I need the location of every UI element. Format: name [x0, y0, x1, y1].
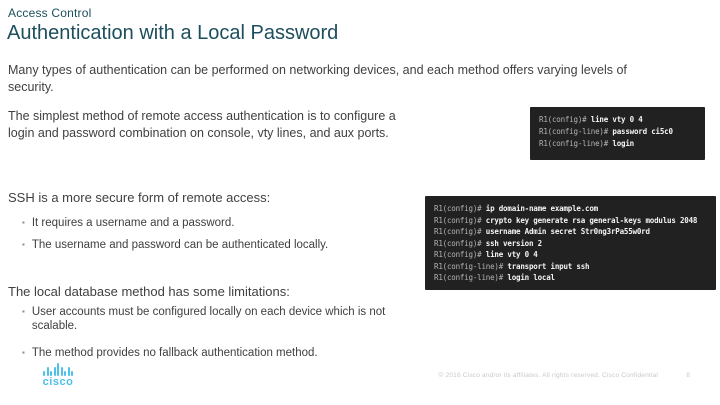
- cli-prompt: R1(config)#: [434, 215, 486, 225]
- cli-command: line vty 0 4: [590, 115, 643, 124]
- cli-command: password ci5c0: [612, 127, 673, 136]
- cli-command: login local: [507, 273, 555, 282]
- local-db-section-heading: The local database method has some limit…: [8, 284, 290, 299]
- cli-prompt: R1(config)#: [434, 250, 486, 259]
- cli-command: line vty 0 4: [485, 250, 538, 259]
- terminal-line: R1(config)# crypto key generate rsa gene…: [434, 215, 707, 227]
- bullet-text: User accounts must be configured locally…: [31, 306, 386, 333]
- intro-paragraph: Many types of authentication can be perf…: [8, 63, 627, 94]
- cli-command: username Admin secret Str0ng3rPa55w0rd: [485, 227, 650, 236]
- slide-title: Authentication with a Local Password: [7, 22, 339, 44]
- cli-command: crypto key generate rsa general-keys mod…: [485, 215, 698, 225]
- footer-page-number: 8: [686, 372, 690, 379]
- slide-pretitle: Access Control: [8, 6, 92, 20]
- bullet-marker-icon: ▪: [22, 218, 25, 227]
- cli-prompt: R1(config)#: [434, 204, 486, 213]
- list-item: ▪ It requires a username and a password.: [22, 216, 402, 230]
- cli-prompt: R1(config-line)#: [434, 273, 508, 282]
- cli-prompt: R1(config-line)#: [434, 261, 508, 271]
- terminal-line: R1(config-line)# login: [539, 138, 696, 150]
- terminal-vty-password-config: R1(config)# line vty 0 4 R1(config-line)…: [530, 107, 705, 160]
- cli-prompt: R1(config-line)#: [539, 139, 613, 148]
- bullet-marker-icon: ▪: [22, 307, 25, 316]
- list-item: ▪ The username and password can be authe…: [22, 238, 402, 252]
- cli-prompt: R1(config)#: [434, 238, 486, 248]
- bullet-text: It requires a username and a password.: [31, 217, 235, 229]
- terminal-line: R1(config)# line vty 0 4: [539, 114, 696, 126]
- terminal-line: R1(config)# ip domain-name example.com: [434, 203, 707, 215]
- cli-command: transport input ssh: [507, 261, 590, 271]
- terminal-line: R1(config)# line vty 0 4: [434, 249, 707, 261]
- terminal-line: R1(config-line)# password ci5c0: [539, 126, 696, 138]
- terminal-line: R1(config)# ssh version 2: [434, 238, 707, 250]
- cisco-logo: cisco: [38, 363, 78, 393]
- terminal-line: R1(config-line)# login local: [434, 272, 707, 284]
- cli-command: ip domain-name example.com: [485, 204, 598, 213]
- cisco-wordmark: cisco: [42, 376, 74, 388]
- bullet-marker-icon: ▪: [22, 240, 25, 249]
- list-item: ▪ The method provides no fallback authen…: [22, 346, 402, 360]
- terminal-line: R1(config-line)# transport input ssh: [434, 261, 707, 273]
- bullet-text: The method provides no fallback authenti…: [31, 347, 318, 359]
- terminal-line: R1(config)# username Admin secret Str0ng…: [434, 226, 707, 238]
- cisco-logo-bars-icon: [43, 363, 73, 376]
- cli-prompt: R1(config)#: [434, 227, 486, 236]
- cli-prompt: R1(config-line)#: [539, 127, 613, 136]
- cli-prompt: R1(config)#: [539, 115, 591, 124]
- footer-copyright: © 2016 Cisco and/or its affiliates. All …: [438, 372, 658, 379]
- cli-command: ssh version 2: [485, 238, 542, 248]
- cli-command: login: [612, 139, 634, 148]
- bullet-marker-icon: ▪: [22, 348, 25, 357]
- list-item: ▪ User accounts must be configured local…: [22, 305, 392, 334]
- ssh-section-heading: SSH is a more secure form of remote acce…: [8, 190, 271, 205]
- simplest-method-paragraph: The simplest method of remote access aut…: [8, 109, 396, 140]
- bullet-text: The username and password can be authent…: [31, 239, 329, 251]
- terminal-ssh-config: R1(config)# ip domain-name example.com R…: [425, 196, 716, 290]
